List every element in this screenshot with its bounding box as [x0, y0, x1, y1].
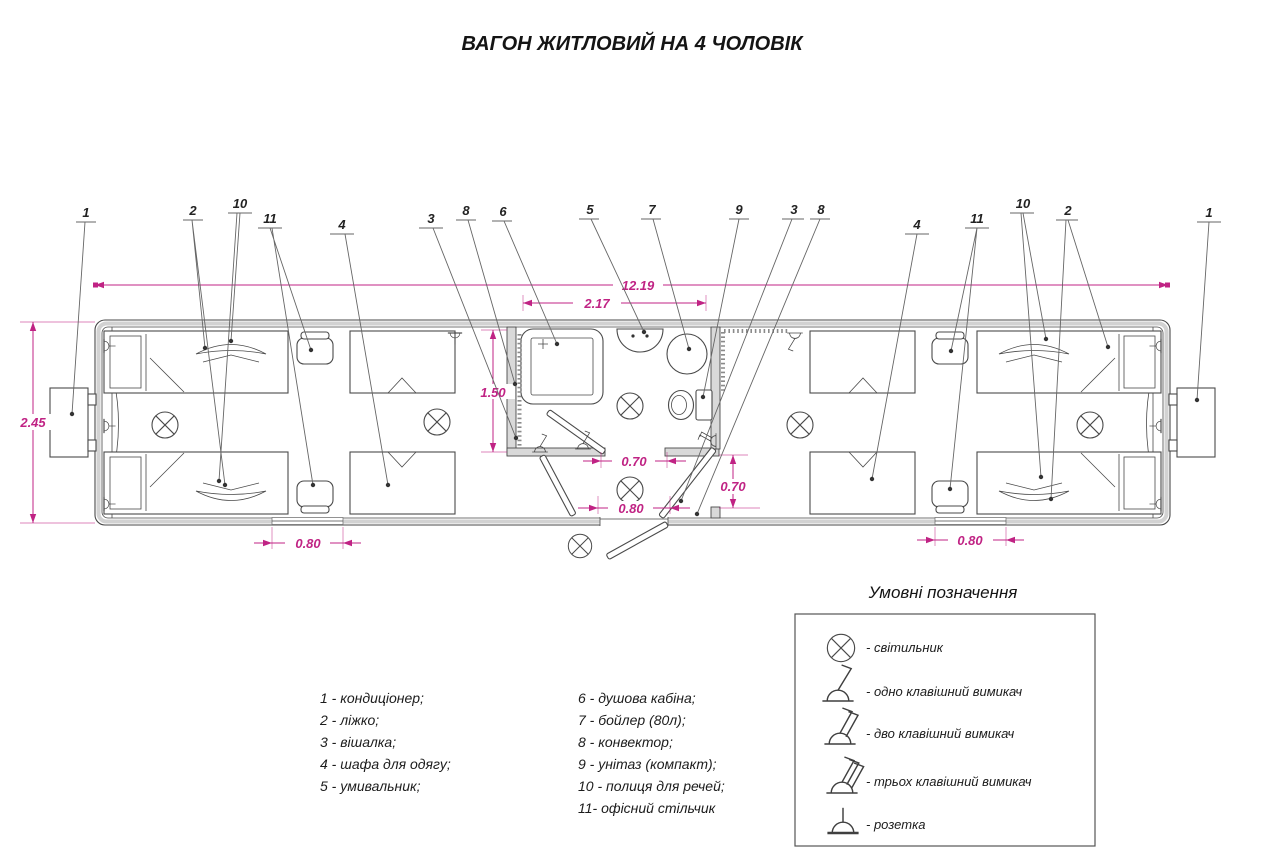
- dimension-entrance-door: 0.80: [578, 496, 690, 516]
- entrance-opening: [599, 517, 669, 526]
- dim-vestibule-depth: 0.70: [720, 479, 746, 494]
- legend: Умовні позначення - світильник - одно кл…: [794, 583, 1096, 847]
- dimension-vestibule-depth: 0.70: [711, 454, 760, 509]
- callout-4-left: 4: [337, 217, 346, 232]
- one-key-switch-symbol: [821, 664, 855, 702]
- dim-entrance-door: 0.80: [618, 501, 644, 516]
- wardrobe-upper-right: [809, 330, 916, 394]
- parts-item: 4 - шафа для одягу;: [320, 756, 451, 772]
- parts-item: 5 - умивальник;: [320, 778, 421, 794]
- outdoor-lamp-icon: [567, 533, 593, 559]
- callout-4-right: 4: [912, 217, 921, 232]
- callout-11-left: 11: [263, 211, 277, 226]
- bed-lower-left: [103, 451, 289, 515]
- callout-6: 6: [499, 204, 507, 219]
- three-key-switch-symbol: [825, 756, 865, 794]
- page-title: ВАГОН ЖИТЛОВИЙ НА 4 ЧОЛОВІК: [461, 31, 804, 55]
- wardrobe-upper-left: [349, 330, 456, 394]
- two-key-switch-symbol: [823, 707, 859, 745]
- wardrobe-lower-right: [809, 451, 916, 515]
- boiler: [666, 333, 708, 375]
- bed-upper-right: [976, 330, 1162, 394]
- callout-11-right: 11: [970, 211, 984, 226]
- callout-8-right: 8: [817, 202, 825, 217]
- dim-sanitary-length: 2.17: [583, 296, 610, 311]
- toilet: [667, 389, 713, 421]
- callout-3-left: 3: [427, 211, 435, 226]
- parts-item: 10 - полиця для речей;: [578, 778, 725, 794]
- legend-box: [794, 613, 1096, 847]
- window-left: [271, 517, 344, 525]
- dim-window-right: 0.80: [957, 533, 983, 548]
- callout-5: 5: [586, 202, 594, 217]
- dimension-sanitary-length: 2.17: [522, 295, 707, 311]
- callout-numbers: 1 2 10 11 4 3 8 6 5 7 9 3 8 4 11 10 2 1: [82, 196, 1212, 232]
- bed-upper-left: [103, 330, 289, 394]
- dimension-window-right: 0.80: [917, 527, 1024, 548]
- parts-item: 3 - вішалка;: [320, 734, 396, 750]
- dimension-wagon-width: 2.45: [13, 321, 95, 524]
- socket-symbol: [826, 806, 860, 835]
- parts-item: 7 - бойлер (80л);: [578, 712, 686, 728]
- air-conditioner-right: [1168, 387, 1216, 458]
- wardrobe-lower-left: [349, 451, 456, 515]
- parts-list: 1 - кондиціонер; 2 - ліжко; 3 - вішалка;…: [319, 690, 725, 816]
- dim-overall-length: 12.19: [622, 278, 655, 293]
- parts-item: 8 - конвектор;: [578, 734, 673, 750]
- callout-2-right: 2: [1063, 203, 1072, 218]
- legend-label-switch-1: - одно клавішний вимикач: [866, 684, 1022, 699]
- dim-wc-door: 0.70: [621, 454, 647, 469]
- parts-item: 1 - кондиціонер;: [320, 690, 424, 706]
- callout-9: 9: [735, 202, 743, 217]
- legend-label-lamp: - світильник: [866, 640, 944, 655]
- washbasin: [616, 328, 664, 353]
- stool-upper-left: [296, 331, 334, 365]
- shower-cabin: [520, 328, 604, 405]
- dimension-wc-door: 0.70: [583, 452, 686, 469]
- legend-label-switch-3: - трьох клавішний вимикач: [866, 774, 1032, 789]
- stool-upper-right: [931, 331, 969, 365]
- callout-1-right: 1: [1205, 205, 1212, 220]
- legend-label-socket: - розетка: [866, 817, 925, 832]
- lamp-symbol: [826, 633, 856, 663]
- dim-sanitary-width: 1.50: [480, 385, 506, 400]
- callout-1-left: 1: [82, 205, 89, 220]
- callout-7: 7: [648, 202, 656, 217]
- dim-window-left: 0.80: [295, 536, 321, 551]
- parts-item: 2 - ліжко;: [319, 712, 379, 728]
- callout-10-left: 10: [233, 196, 248, 211]
- legend-title: Умовні позначення: [868, 583, 1018, 602]
- window-right: [934, 517, 1007, 525]
- dim-wagon-width: 2.45: [19, 415, 46, 430]
- callout-2-left: 2: [188, 203, 197, 218]
- bed-lower-right: [976, 451, 1162, 515]
- door-leaves: [539, 409, 717, 560]
- dimension-overall-length: 12.19: [93, 277, 1170, 293]
- callout-3-right: 3: [790, 202, 798, 217]
- dimension-window-left: 0.80: [254, 527, 361, 551]
- callout-leaders: [69, 212, 1221, 517]
- callout-10-right: 10: [1016, 196, 1031, 211]
- callout-8-left: 8: [462, 203, 470, 218]
- parts-item: 6 - душова кабіна;: [578, 690, 696, 706]
- parts-item: 11- офісний стільчик: [578, 800, 717, 816]
- parts-item: 9 - унітаз (компакт);: [578, 756, 717, 772]
- legend-label-switch-2: - дво клавішний вимикач: [866, 726, 1015, 741]
